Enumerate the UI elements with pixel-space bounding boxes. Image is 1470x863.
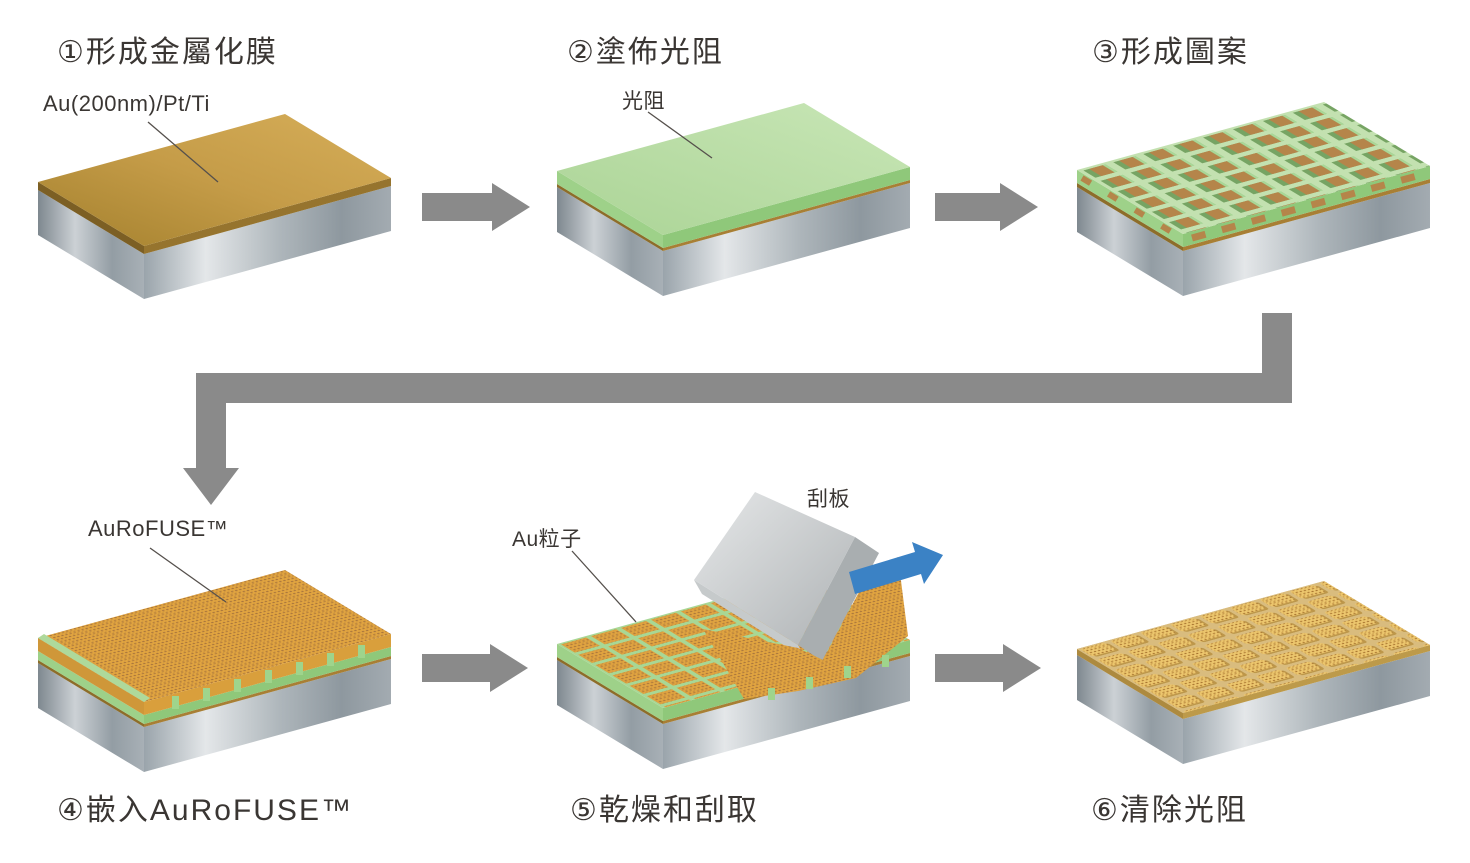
flow-arrow-4-5-icon <box>422 644 528 692</box>
flow-arrow-5-6-icon <box>935 644 1041 692</box>
callout-squeegee: 刮板 <box>807 488 850 511</box>
step4-title: ④嵌入AuRoFUSE™ <box>57 794 353 827</box>
flow-arrow-1-2-icon <box>422 183 530 231</box>
step4-illustration <box>38 547 391 772</box>
flow-arrow-3-4-bent-icon <box>183 313 1292 505</box>
callout-aurofuse: AuRoFUSE™ <box>88 516 229 541</box>
step6-illustration <box>1077 581 1430 764</box>
callout-leader-line <box>647 111 713 159</box>
scrape-direction-arrow-icon <box>849 542 943 594</box>
step1-title: ①形成金屬化膜 <box>57 36 278 69</box>
step2-title: ②塗佈光阻 <box>567 36 724 69</box>
step3-title: ③形成圖案 <box>1092 36 1249 69</box>
step6-title: ⑥清除光阻 <box>1091 794 1248 827</box>
callout-leader-line <box>571 550 637 623</box>
callout-leader-line <box>147 121 219 183</box>
flow-arrow-2-3-icon <box>935 183 1038 231</box>
callout-leader-line <box>149 547 227 603</box>
step5-title: ⑤乾燥和刮取 <box>570 794 759 827</box>
step3-illustration <box>1077 102 1430 296</box>
step5-illustration <box>557 492 943 769</box>
resist-wall-ticks <box>768 655 889 700</box>
squeegee-blade <box>694 492 879 661</box>
callout-au-pt-ti: Au(200nm)/Pt/Ti <box>43 91 210 116</box>
paste-wave <box>703 557 908 699</box>
callout-photoresist: 光阻 <box>622 90 665 113</box>
step1-illustration <box>38 114 391 299</box>
callout-au-particles: Au粒子 <box>512 528 582 551</box>
resist-wall-ticks <box>172 645 365 709</box>
step2-illustration <box>557 103 910 296</box>
